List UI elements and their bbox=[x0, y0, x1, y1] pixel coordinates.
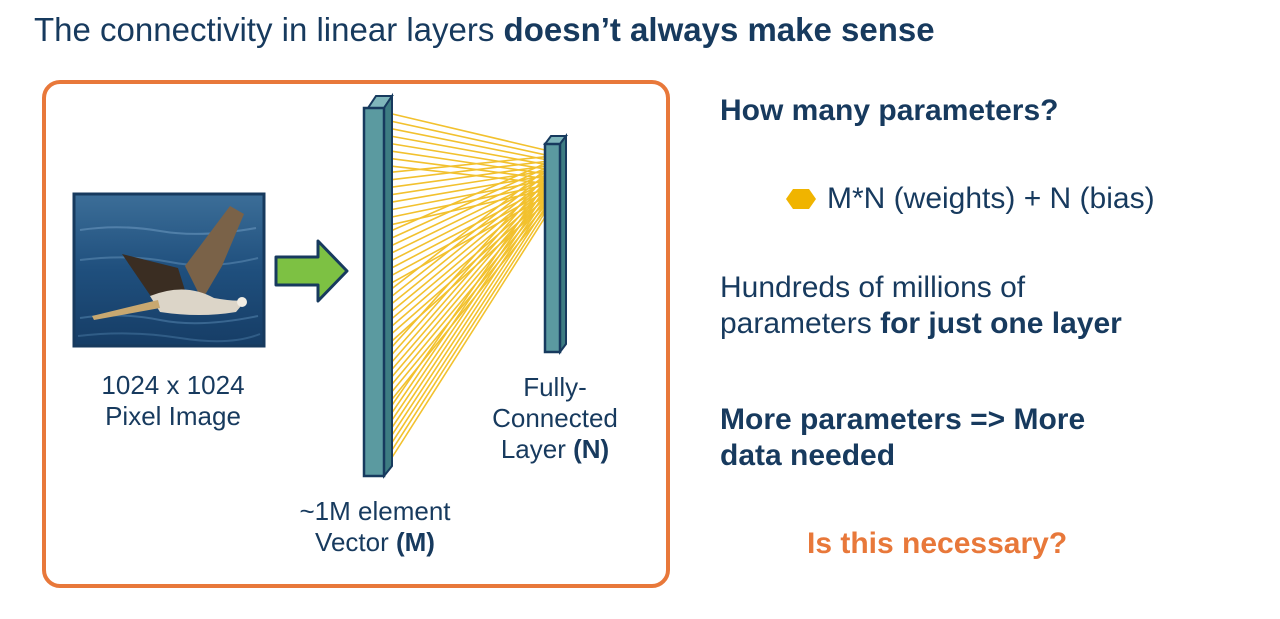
connection-line bbox=[383, 193, 546, 433]
vector-caption-text: Vector bbox=[315, 527, 396, 557]
connection-line bbox=[383, 183, 546, 418]
millions-line2-text: parameters bbox=[720, 307, 881, 340]
connection-lines bbox=[383, 111, 546, 471]
connection-line bbox=[383, 160, 546, 182]
connection-line bbox=[383, 169, 546, 296]
input-vector-bar bbox=[362, 92, 394, 479]
vector-caption-m: (M) bbox=[395, 527, 435, 557]
connection-line bbox=[383, 165, 546, 189]
data-needed-paragraph: More parameters => More data needed bbox=[720, 402, 1085, 474]
vector-caption-line1: ~1M element bbox=[299, 496, 451, 526]
output-layer-bar bbox=[543, 133, 568, 355]
layer-caption-n: (N) bbox=[573, 434, 610, 464]
connection-line bbox=[383, 111, 546, 151]
bullet-text: M*N (weights) + N (bias) bbox=[827, 182, 1155, 215]
connection-line bbox=[383, 126, 546, 161]
millions-paragraph: Hundreds of millions of parameters for j… bbox=[720, 270, 1122, 342]
millions-line2-bold: for just one layer bbox=[880, 307, 1122, 340]
diagram-frame bbox=[42, 80, 670, 588]
hexagon-bullet-icon bbox=[786, 189, 816, 209]
arrow-icon bbox=[274, 239, 349, 303]
connection-line bbox=[383, 186, 546, 372]
parameters-question: How many parameters? bbox=[720, 94, 1059, 127]
connection-line bbox=[383, 118, 546, 156]
layer-caption-text: Layer bbox=[500, 434, 574, 464]
necessary-question: Is this necessary? bbox=[807, 527, 1068, 560]
millions-line1: Hundreds of millions of bbox=[720, 271, 1026, 304]
vector-caption: ~1M element Vector (M) bbox=[270, 496, 480, 558]
connection-line bbox=[383, 202, 546, 448]
connection-line bbox=[383, 181, 546, 364]
connection-line bbox=[383, 174, 546, 304]
connection-line bbox=[383, 212, 546, 463]
bullet-item: M*N (weights) + N (bias) bbox=[785, 181, 1155, 217]
connection-line bbox=[383, 156, 546, 174]
title-regular-text: The connectivity in linear layers bbox=[34, 11, 504, 48]
connection-line bbox=[383, 179, 546, 311]
image-caption-line2: Pixel Image bbox=[105, 401, 241, 431]
connection-line bbox=[383, 188, 546, 425]
layer-caption-line2: Connected bbox=[492, 403, 618, 433]
layer-caption: Fully- Connected Layer (N) bbox=[460, 372, 650, 465]
connection-line bbox=[383, 207, 546, 456]
image-caption: 1024 x 1024 Pixel Image bbox=[78, 370, 268, 432]
connection-line bbox=[383, 167, 546, 243]
connection-line bbox=[383, 176, 546, 357]
layer-caption-line1: Fully- bbox=[523, 372, 587, 402]
data-needed-line2: data needed bbox=[720, 439, 896, 472]
connection-line bbox=[383, 172, 546, 250]
connection-line bbox=[383, 216, 546, 471]
slide-title: The connectivity in linear layers doesn’… bbox=[34, 10, 935, 50]
connection-line bbox=[383, 162, 546, 235]
data-needed-line1: More parameters => More bbox=[720, 403, 1086, 436]
connection-line bbox=[383, 197, 546, 440]
image-caption-line1: 1024 x 1024 bbox=[101, 370, 245, 400]
title-bold-text: doesn’t always make sense bbox=[503, 11, 935, 48]
pelican-image bbox=[72, 192, 266, 348]
